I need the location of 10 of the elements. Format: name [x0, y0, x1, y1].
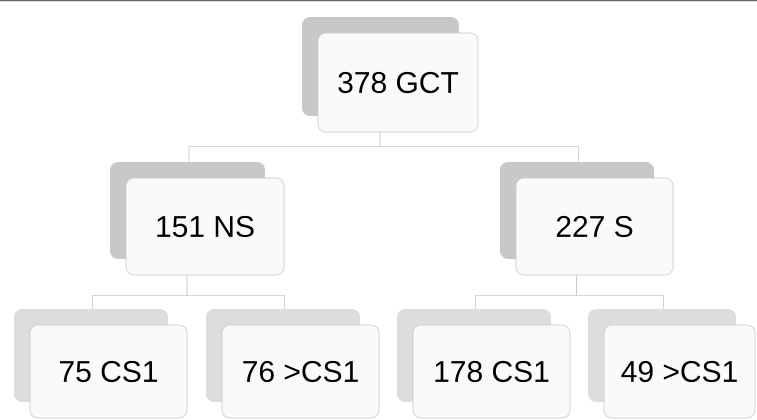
card: 378 GCT — [302, 17, 478, 132]
card: 76 >CS1 — [206, 309, 380, 418]
card: 75 CS1 — [14, 309, 188, 418]
connector — [576, 275, 664, 309]
connector — [380, 132, 579, 162]
card: 151 NS — [110, 162, 284, 276]
card: 227 S — [500, 162, 674, 276]
connector — [186, 275, 285, 309]
card: 178 CS1 — [397, 309, 570, 418]
card: 49 >CS1 — [588, 309, 756, 418]
